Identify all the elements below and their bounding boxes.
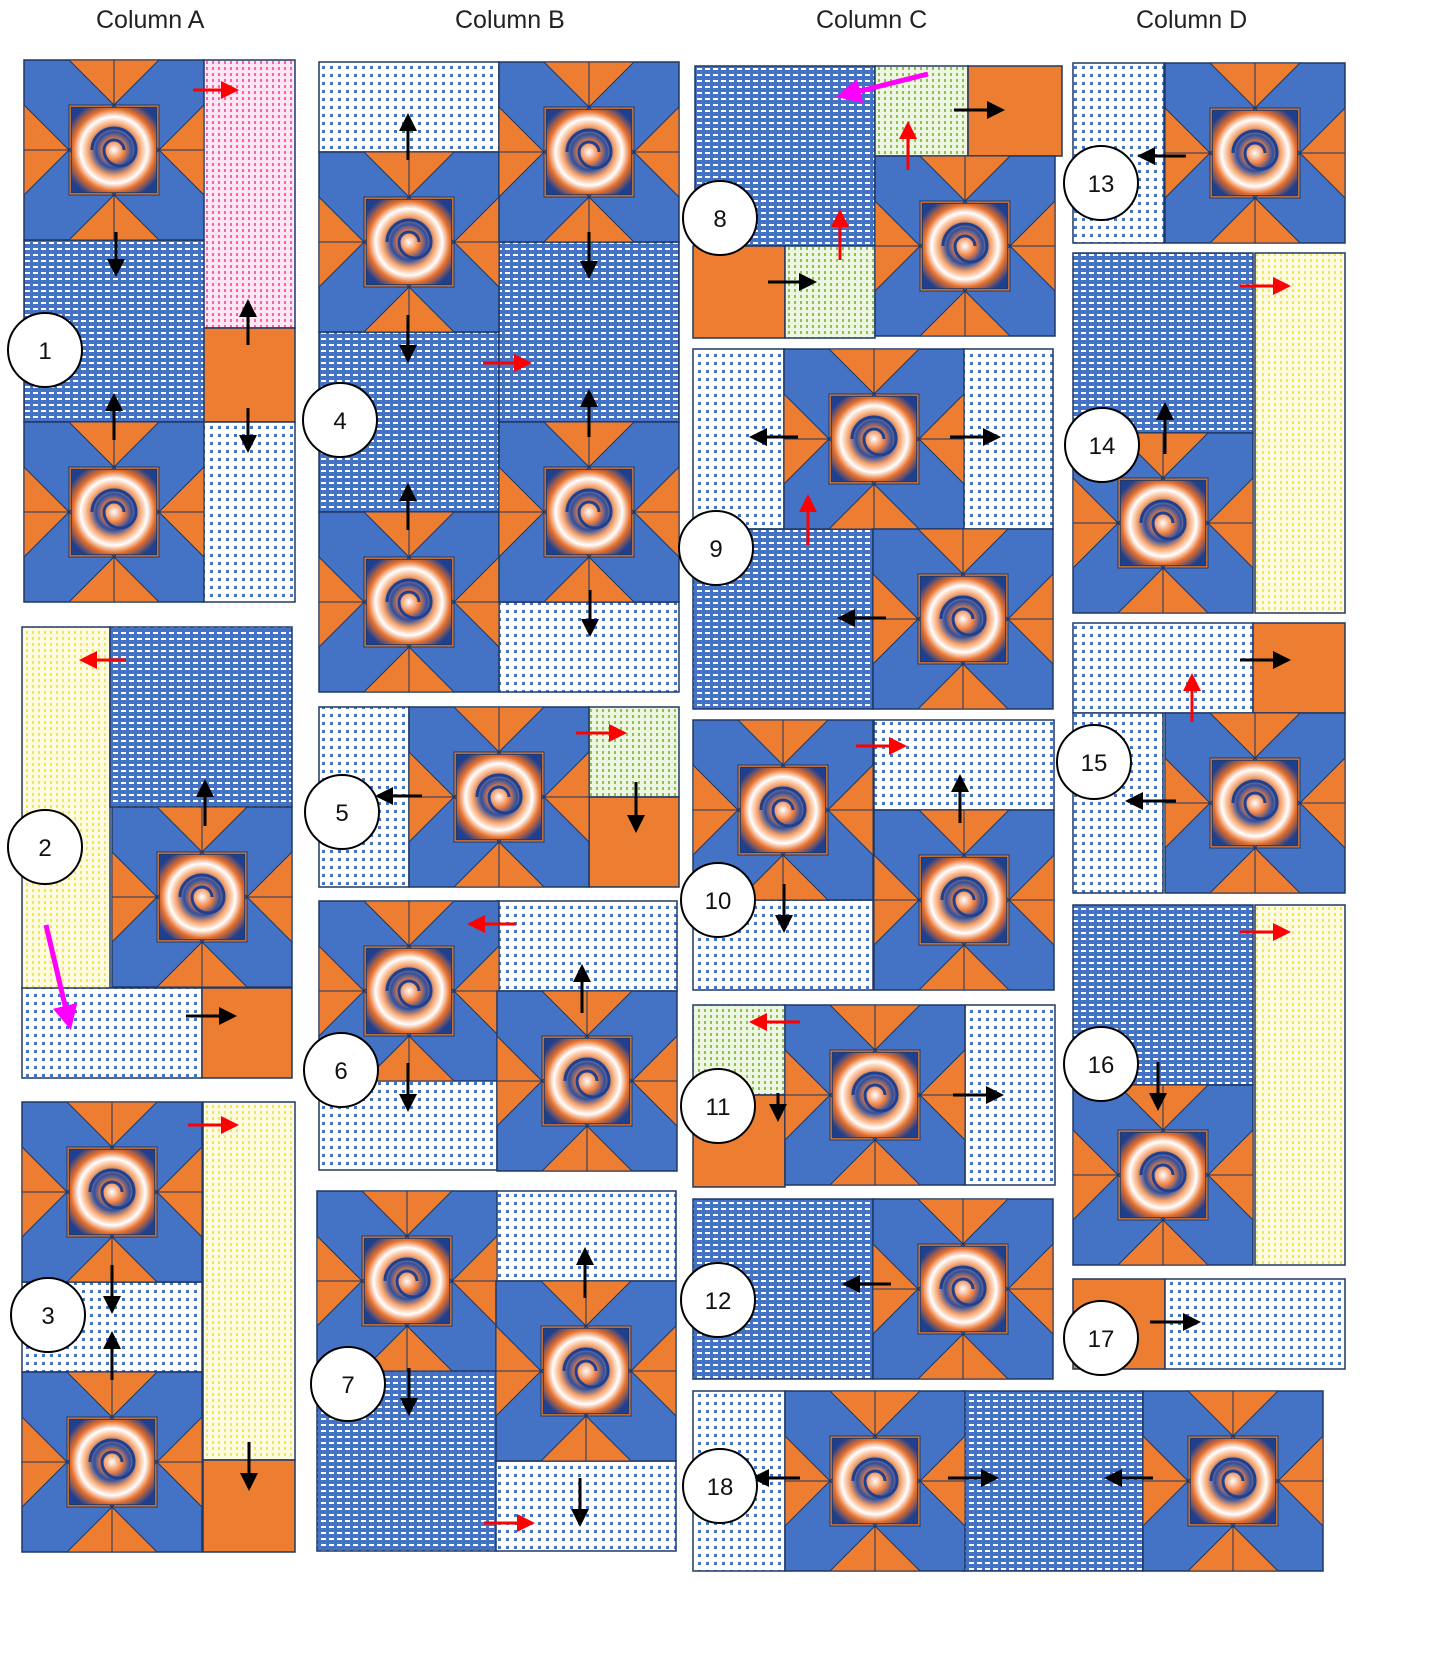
tie-dye-swirl-icon: [159, 854, 245, 940]
sawtooth-star-icon: [22, 1372, 202, 1552]
block-number-15: 15: [1081, 750, 1108, 777]
tie-dye-swirl-icon: [71, 469, 157, 555]
sawtooth-star-icon: [499, 62, 679, 242]
block-number-16: 16: [1088, 1052, 1115, 1079]
sawtooth-star-icon: [319, 512, 499, 692]
sawtooth-star-icon: [784, 349, 964, 529]
sawtooth-star-icon: [499, 422, 679, 602]
pink-dotted-strip: [203, 60, 295, 328]
tie-dye-swirl-icon: [71, 107, 157, 193]
yellow-dotted-strip: [22, 627, 110, 989]
sawtooth-star-icon: [24, 60, 204, 240]
dark-dotted-panel: [1073, 253, 1253, 433]
tie-dye-swirl-icon: [1212, 760, 1298, 846]
block-number-10: 10: [705, 888, 732, 915]
tie-dye-swirl-icon: [69, 1149, 155, 1235]
sawtooth-star-icon: [317, 1191, 497, 1371]
yellow-dotted-strip: [1255, 905, 1345, 1265]
yellow-dotted-strip: [1255, 253, 1345, 613]
sawtooth-star-icon: [497, 991, 677, 1171]
tie-dye-swirl-icon: [740, 767, 826, 853]
block-number-8: 8: [713, 206, 726, 233]
block-number-17: 17: [1088, 1326, 1115, 1353]
sawtooth-star-icon: [1165, 63, 1345, 243]
tie-dye-swirl-icon: [920, 1246, 1006, 1332]
block-number-18: 18: [707, 1474, 734, 1501]
sawtooth-star-icon: [319, 152, 499, 332]
block-number-14: 14: [1089, 433, 1116, 460]
tie-dye-swirl-icon: [922, 203, 1008, 289]
sawtooth-star-icon: [496, 1281, 676, 1461]
tie-dye-swirl-icon: [1190, 1438, 1276, 1524]
tie-dye-swirl-icon: [366, 199, 452, 285]
green-dotted-square: [589, 707, 679, 797]
dark-dotted-panel: [110, 627, 292, 807]
light-dotted-panel: [963, 349, 1053, 529]
block-number-12: 12: [705, 1288, 732, 1315]
sawtooth-star-icon: [24, 422, 204, 602]
sawtooth-star-icon: [1143, 1391, 1323, 1571]
block-number-4: 4: [333, 408, 346, 435]
tie-dye-swirl-icon: [546, 109, 632, 195]
tie-dye-swirl-icon: [832, 1052, 918, 1138]
block-number-7: 7: [341, 1372, 354, 1399]
light-dotted-panel: [1165, 1279, 1345, 1369]
block-number-2: 2: [38, 835, 51, 862]
tie-dye-swirl-icon: [1120, 1132, 1206, 1218]
orange-square: [1253, 623, 1345, 713]
tie-dye-swirl-icon: [832, 1438, 918, 1524]
block-number-5: 5: [335, 800, 348, 827]
tie-dye-swirl-icon: [1120, 480, 1206, 566]
block-number-1: 1: [38, 338, 51, 365]
sawtooth-star-icon: [409, 707, 589, 887]
tie-dye-swirl-icon: [366, 559, 452, 645]
yellow-dotted-strip: [203, 1102, 295, 1460]
sawtooth-star-icon: [874, 810, 1054, 990]
tie-dye-swirl-icon: [546, 469, 632, 555]
dark-dotted-panel: [963, 1391, 1143, 1571]
light-dotted-panel: [496, 1461, 676, 1551]
light-dotted-panel: [874, 720, 1054, 810]
sawtooth-star-icon: [112, 807, 292, 987]
light-dotted-panel: [1073, 623, 1253, 713]
orange-square: [693, 246, 785, 338]
orange-square: [202, 988, 292, 1078]
light-dotted-panel: [497, 901, 677, 991]
tie-dye-swirl-icon: [544, 1038, 630, 1124]
sawtooth-star-icon: [873, 529, 1053, 709]
tie-dye-swirl-icon: [69, 1419, 155, 1505]
sawtooth-star-icon: [1073, 1085, 1253, 1265]
sawtooth-star-icon: [785, 1391, 965, 1571]
block-number-13: 13: [1088, 171, 1115, 198]
block-number-9: 9: [709, 536, 722, 563]
sawtooth-star-icon: [22, 1102, 202, 1282]
block-number-6: 6: [334, 1058, 347, 1085]
orange-square: [589, 797, 679, 887]
sawtooth-star-icon: [1165, 713, 1345, 893]
tie-dye-swirl-icon: [921, 857, 1007, 943]
tie-dye-swirl-icon: [364, 1238, 450, 1324]
light-dotted-panel: [22, 988, 202, 1078]
tie-dye-swirl-icon: [456, 754, 542, 840]
sawtooth-star-icon: [785, 1005, 965, 1185]
tie-dye-swirl-icon: [543, 1328, 629, 1414]
sawtooth-star-icon: [875, 156, 1055, 336]
block-number-11: 11: [706, 1094, 731, 1121]
light-dotted-panel: [693, 349, 784, 529]
tie-dye-swirl-icon: [1212, 110, 1298, 196]
sawtooth-star-icon: [873, 1199, 1053, 1379]
block-number-3: 3: [41, 1303, 54, 1330]
tie-dye-swirl-icon: [366, 948, 452, 1034]
light-dotted-panel: [203, 422, 295, 602]
tie-dye-swirl-icon: [920, 576, 1006, 662]
green-dotted-square: [785, 246, 875, 338]
tie-dye-swirl-icon: [831, 396, 917, 482]
